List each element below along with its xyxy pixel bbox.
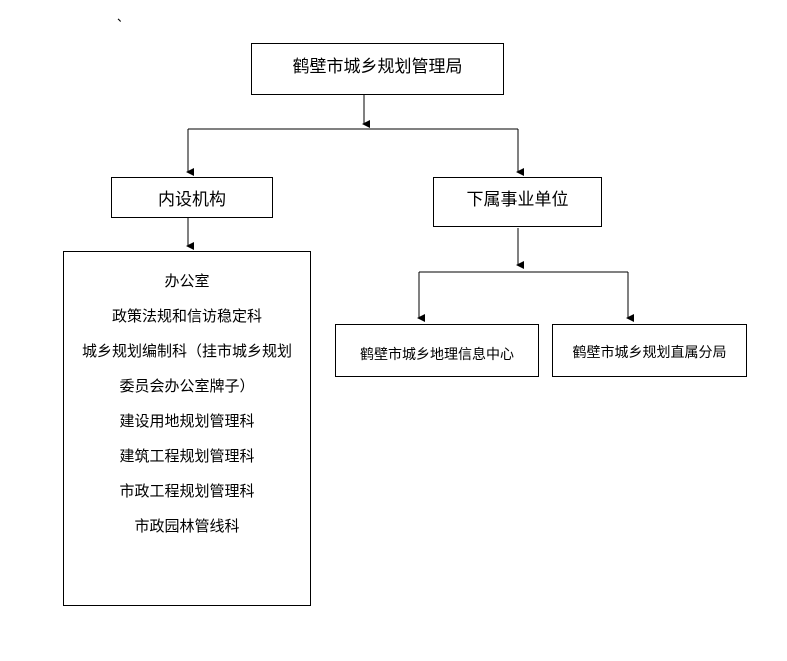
internal-branch-node: 内设机构 bbox=[111, 177, 273, 218]
subordinate-branch-node: 下属事业单位 bbox=[433, 177, 602, 227]
department-item: 建筑工程规划管理科 bbox=[119, 447, 255, 465]
department-item: 委员会办公室牌子） bbox=[119, 377, 255, 395]
internal-branch-label: 内设机构 bbox=[158, 190, 226, 210]
root-label: 鹤壁市城乡规划管理局 bbox=[292, 57, 463, 77]
subordinate-branch-label: 下属事业单位 bbox=[466, 190, 569, 210]
gis-center-node: 鹤壁市城乡地理信息中心 bbox=[335, 324, 539, 377]
department-item: 市政工程规划管理科 bbox=[119, 482, 255, 500]
department-item: 政策法规和信访稳定科 bbox=[111, 307, 262, 325]
department-item: 市政园林管线科 bbox=[134, 517, 240, 535]
stray-mark: 、 bbox=[117, 10, 130, 24]
gis-center-label: 鹤壁市城乡地理信息中心 bbox=[360, 347, 514, 363]
department-item: 办公室 bbox=[164, 272, 210, 290]
internal-departments-box: 办公室 政策法规和信访稳定科 城乡规划编制科（挂市城乡规划 委员会办公室牌子） … bbox=[63, 251, 311, 606]
department-item: 建设用地规划管理科 bbox=[119, 412, 255, 430]
branch-bureau-node: 鹤壁市城乡规划直属分局 bbox=[552, 324, 747, 377]
root-node: 鹤壁市城乡规划管理局 bbox=[251, 43, 504, 95]
department-item: 城乡规划编制科（挂市城乡规划 bbox=[81, 342, 292, 360]
branch-bureau-label: 鹤壁市城乡规划直属分局 bbox=[572, 345, 727, 361]
